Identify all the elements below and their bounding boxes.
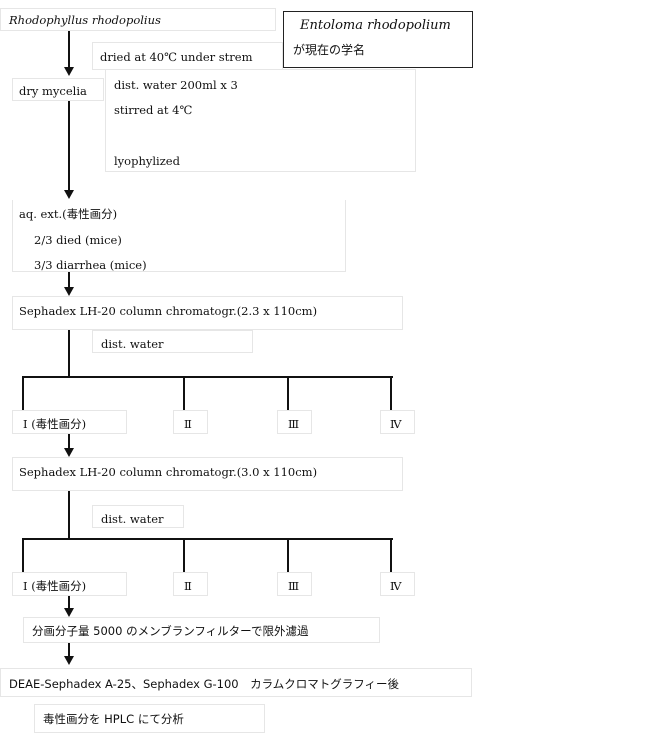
toxicity-result: 3/3 diarrhea (mice): [34, 258, 147, 272]
branch-drop: [183, 538, 185, 572]
aq-ext-title: aq. ext.(毒性画分): [19, 207, 118, 221]
fraction-box: Ⅳ: [380, 410, 415, 434]
flow-line: [68, 491, 70, 539]
branch-drop: [390, 376, 392, 410]
column1-eluent-box: dist. water: [92, 330, 253, 353]
flow-line: [68, 272, 70, 288]
source-box: Rhodophyllus rhodopolius: [0, 8, 276, 31]
column2-eluent-box: dist. water: [92, 505, 184, 528]
column1-eluent: dist. water: [101, 337, 164, 351]
dry-mycelia-box: dry mycelia: [12, 78, 104, 101]
deae-step: DEAE-Sephadex A-25、Sephadex G-100 カラムクロマ…: [9, 677, 400, 691]
ultrafiltration-box: 分画分子量 5000 のメンブランフィルターで限外濾過: [23, 617, 380, 643]
extraction-step: lyophylized: [114, 154, 180, 168]
flow-line: [68, 596, 70, 609]
fraction-label: Ⅳ: [390, 417, 402, 431]
branch-line: [22, 538, 393, 540]
arrow-head: [64, 656, 74, 665]
hplc-box: 毒性画分を HPLC にて分析: [34, 704, 265, 733]
branch-drop: [287, 376, 289, 410]
arrow-head: [64, 448, 74, 457]
column1-box: Sephadex LH-20 column chromatogr.(2.3 x …: [12, 296, 403, 330]
aq-ext-box: aq. ext.(毒性画分) 2/3 died (mice) 3/3 diarr…: [12, 200, 346, 272]
drying-step: dried at 40℃ under strem: [100, 50, 253, 64]
extraction-step: dist. water 200ml x 3: [114, 78, 238, 92]
fraction-box: Ⅳ: [380, 572, 415, 596]
column2-eluent: dist. water: [101, 512, 164, 526]
branch-drop: [22, 376, 24, 410]
extraction-step: stirred at 4℃: [114, 103, 193, 117]
fraction-label: Ⅲ: [288, 579, 300, 593]
drying-step-box: dried at 40℃ under strem: [92, 42, 283, 70]
fraction-box: I (毒性画分): [12, 410, 127, 434]
hplc-step: 毒性画分を HPLC にて分析: [43, 712, 184, 726]
flow-line: [68, 434, 70, 449]
flow-line: [68, 643, 70, 657]
fraction-label: I (毒性画分): [23, 417, 87, 431]
branch-drop: [183, 376, 185, 410]
source-species: Rhodophyllus rhodopolius: [9, 13, 161, 27]
fraction-box: Ⅲ: [277, 572, 312, 596]
branch-line: [22, 376, 393, 378]
column2-title: Sephadex LH-20 column chromatogr.(3.0 x …: [19, 465, 318, 479]
flow-line: [68, 330, 70, 377]
extraction-box: dist. water 200ml x 3 stirred at 4℃ lyop…: [105, 69, 416, 172]
branch-drop: [22, 538, 24, 572]
flow-line: [68, 101, 70, 191]
arrow-head: [64, 287, 74, 296]
branch-drop: [390, 538, 392, 572]
flow-line: [68, 31, 70, 68]
fraction-label: Ⅱ: [184, 417, 192, 431]
fraction-label: Ⅱ: [184, 579, 192, 593]
fraction-box: Ⅲ: [277, 410, 312, 434]
arrow-head: [64, 608, 74, 617]
note-box: Entoloma rhodopolium が現在の学名: [283, 11, 473, 68]
fraction-box: Ⅱ: [173, 410, 208, 434]
fraction-label: I (毒性画分): [23, 579, 87, 593]
ultrafiltration-step: 分画分子量 5000 のメンブランフィルターで限外濾過: [32, 624, 309, 638]
note-species: Entoloma rhodopolium: [300, 18, 451, 33]
arrow-head: [64, 67, 74, 76]
note-text: が現在の学名: [293, 43, 366, 57]
fraction-label: Ⅲ: [288, 417, 300, 431]
column1-title: Sephadex LH-20 column chromatogr.(2.3 x …: [19, 304, 318, 318]
branch-drop: [287, 538, 289, 572]
fraction-box: Ⅱ: [173, 572, 208, 596]
arrow-head: [64, 190, 74, 199]
fraction-label: Ⅳ: [390, 579, 402, 593]
fraction-box: I (毒性画分): [12, 572, 127, 596]
column2-box: Sephadex LH-20 column chromatogr.(3.0 x …: [12, 457, 403, 491]
dry-mycelia: dry mycelia: [19, 84, 87, 98]
deae-box: DEAE-Sephadex A-25、Sephadex G-100 カラムクロマ…: [0, 668, 472, 697]
toxicity-result: 2/3 died (mice): [34, 233, 122, 247]
